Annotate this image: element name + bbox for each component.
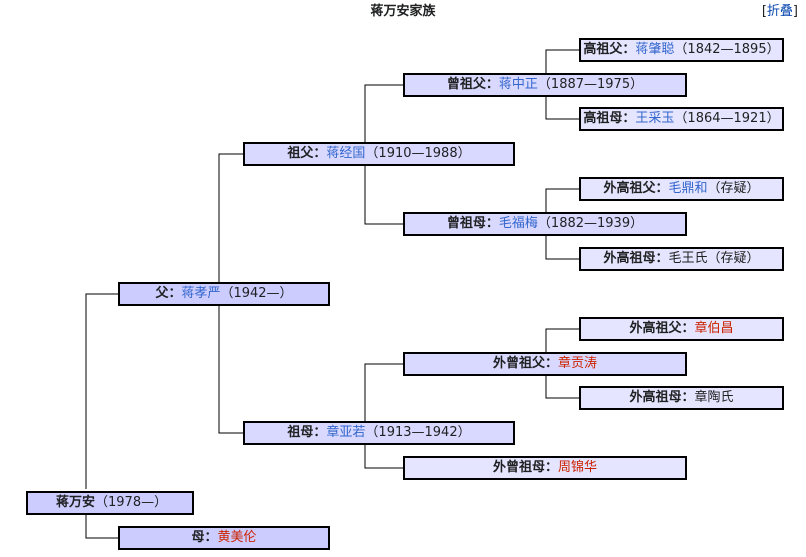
person-ggf-paternal: 曾祖父：蒋中正（1887—1975） [403,73,687,97]
role-label: 祖父： [287,146,327,161]
years: （1882—1939） [537,216,644,231]
person-name: 章陶氏 [694,390,734,405]
person-gggf-1: 高祖父：蒋肇聪（1842—1895） [579,38,784,62]
years: （1864—1921） [674,111,780,126]
role-label: 母： [191,530,218,545]
person-father: 父：蒋孝严（1942—） [118,282,330,306]
role-label: 高祖父： [583,42,636,57]
role-label: 外曾祖父： [492,356,558,371]
role-label: 蒋万安 [56,495,96,510]
connector-self [85,293,118,539]
person-mother: 母：黄美伦 [118,526,330,550]
connector-grandfather [364,84,403,225]
years: （存疑） [707,181,760,196]
years: （存疑） [707,251,760,266]
collapse-bracket-close: ] [792,4,798,19]
years: （1842—1895） [674,42,780,57]
person-gggm-3: 外高祖母：章陶氏 [579,386,784,410]
tree-title: 蒋万安家族 [370,4,436,19]
role-label: 外高祖母： [603,251,669,266]
person-gggm-2: 外高祖母：毛王氏（存疑） [579,247,784,271]
collapse-toggle[interactable]: [折叠] [762,4,798,20]
person-link[interactable]: 章伯昌 [694,321,734,336]
years: （1913—1942） [365,425,471,440]
connector-ggm-paternal [545,188,579,260]
role-label: 外高祖母： [629,390,695,405]
collapse-link[interactable]: 折叠 [766,4,793,19]
years: （1942—） [220,286,293,301]
role-label: 曾祖父： [446,77,499,92]
person-ggf-maternal: 外曾祖父：章贡涛 [403,352,687,376]
person-ggm-maternal: 外曾祖母：周锦华 [403,456,687,480]
person-link[interactable]: 黄美伦 [217,530,257,545]
role-label: 父： [155,286,182,301]
role-label: 外曾祖母： [492,460,558,475]
collapse-bracket-open: [ [761,4,767,19]
role-label: 高祖母： [583,111,636,126]
role-label: 曾祖母： [446,216,499,231]
person-link[interactable]: 章贡涛 [558,356,598,371]
person-link[interactable]: 周锦华 [558,460,598,475]
person-link[interactable]: 蒋孝严 [181,286,221,301]
years: （1910—1988） [365,146,471,161]
person-gggf-2: 外高祖父：毛鼎和（存疑） [579,177,784,201]
role-label: 外高祖父： [629,321,695,336]
person-link[interactable]: 蒋中正 [498,77,538,92]
connector-ggf-paternal [545,49,579,120]
person-link[interactable]: 毛福梅 [498,216,538,231]
person-gggm-1: 高祖母：王采玉（1864—1921） [579,107,784,131]
person-name: 毛王氏 [668,251,708,266]
connector-father [218,153,243,434]
person-link[interactable]: 章亚若 [326,425,366,440]
person-link[interactable]: 毛鼎和 [668,181,708,196]
years: （1887—1975） [537,77,644,92]
years: （1978—） [95,495,168,510]
role-label: 外高祖父： [603,181,669,196]
person-link[interactable]: 蒋经国 [326,146,366,161]
person-link[interactable]: 王采玉 [635,111,675,126]
person-grandmother: 祖母：章亚若（1913—1942） [243,421,515,445]
person-self: 蒋万安（1978—） [26,491,194,515]
person-gggf-3: 外高祖父：章伯昌 [579,317,784,341]
role-label: 祖母： [287,425,327,440]
connector-ggf-maternal [545,328,579,399]
connector-grandmother [364,363,403,469]
person-ggm-paternal: 曾祖母：毛福梅（1882—1939） [403,212,687,236]
person-grandfather: 祖父：蒋经国（1910—1988） [243,142,515,166]
person-link[interactable]: 蒋肇聪 [635,42,675,57]
